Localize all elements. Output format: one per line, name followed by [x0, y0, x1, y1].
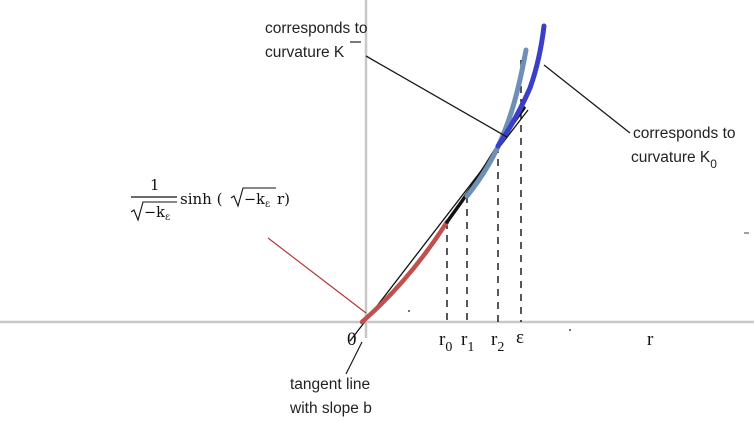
- k0-label-line1: corresponds to: [633, 125, 736, 142]
- kbar-leader: [365, 55, 508, 138]
- k0-subscript: 0: [710, 157, 717, 171]
- formula-numerator: 1: [150, 176, 160, 194]
- formula-sinh: sinh (: [180, 190, 222, 208]
- kbar-label-line1: corresponds to: [265, 20, 368, 37]
- kbar-symbol: K: [334, 44, 345, 61]
- steel-kbar-curve: [464, 47, 529, 199]
- red-sinh-curve: [359, 219, 450, 325]
- formula-root-sign-2: [230, 187, 276, 208]
- r-axis-label: r: [647, 329, 654, 350]
- sinh-formula: 1 −kε sinh ( −kε r): [130, 176, 290, 223]
- stray-dot-2: [569, 329, 571, 331]
- origin-label: 0: [347, 329, 357, 350]
- k0-label-line2: curvature K0: [631, 149, 717, 171]
- tangent-label-line2: with slope b: [289, 400, 372, 417]
- r1-label: r1: [461, 329, 474, 355]
- tangent-label-line1: tangent line: [290, 376, 370, 393]
- tangent-leader: [345, 341, 363, 375]
- epsilon-label: ε: [516, 327, 524, 348]
- formula-tail: r): [277, 190, 290, 208]
- blue-k0-curve: [495, 23, 547, 149]
- k0-leader: [543, 64, 631, 134]
- formula-leader: [267, 237, 367, 314]
- r2-label: r2: [491, 329, 504, 355]
- formula-root-sign-1: [130, 201, 177, 222]
- formula-denominator: −kε: [144, 205, 170, 223]
- stray-dot-1: [408, 310, 410, 312]
- kbar-label-line2: curvature K: [265, 44, 345, 61]
- formula-inner: −kε: [244, 192, 270, 210]
- r0-label: r0: [439, 329, 452, 355]
